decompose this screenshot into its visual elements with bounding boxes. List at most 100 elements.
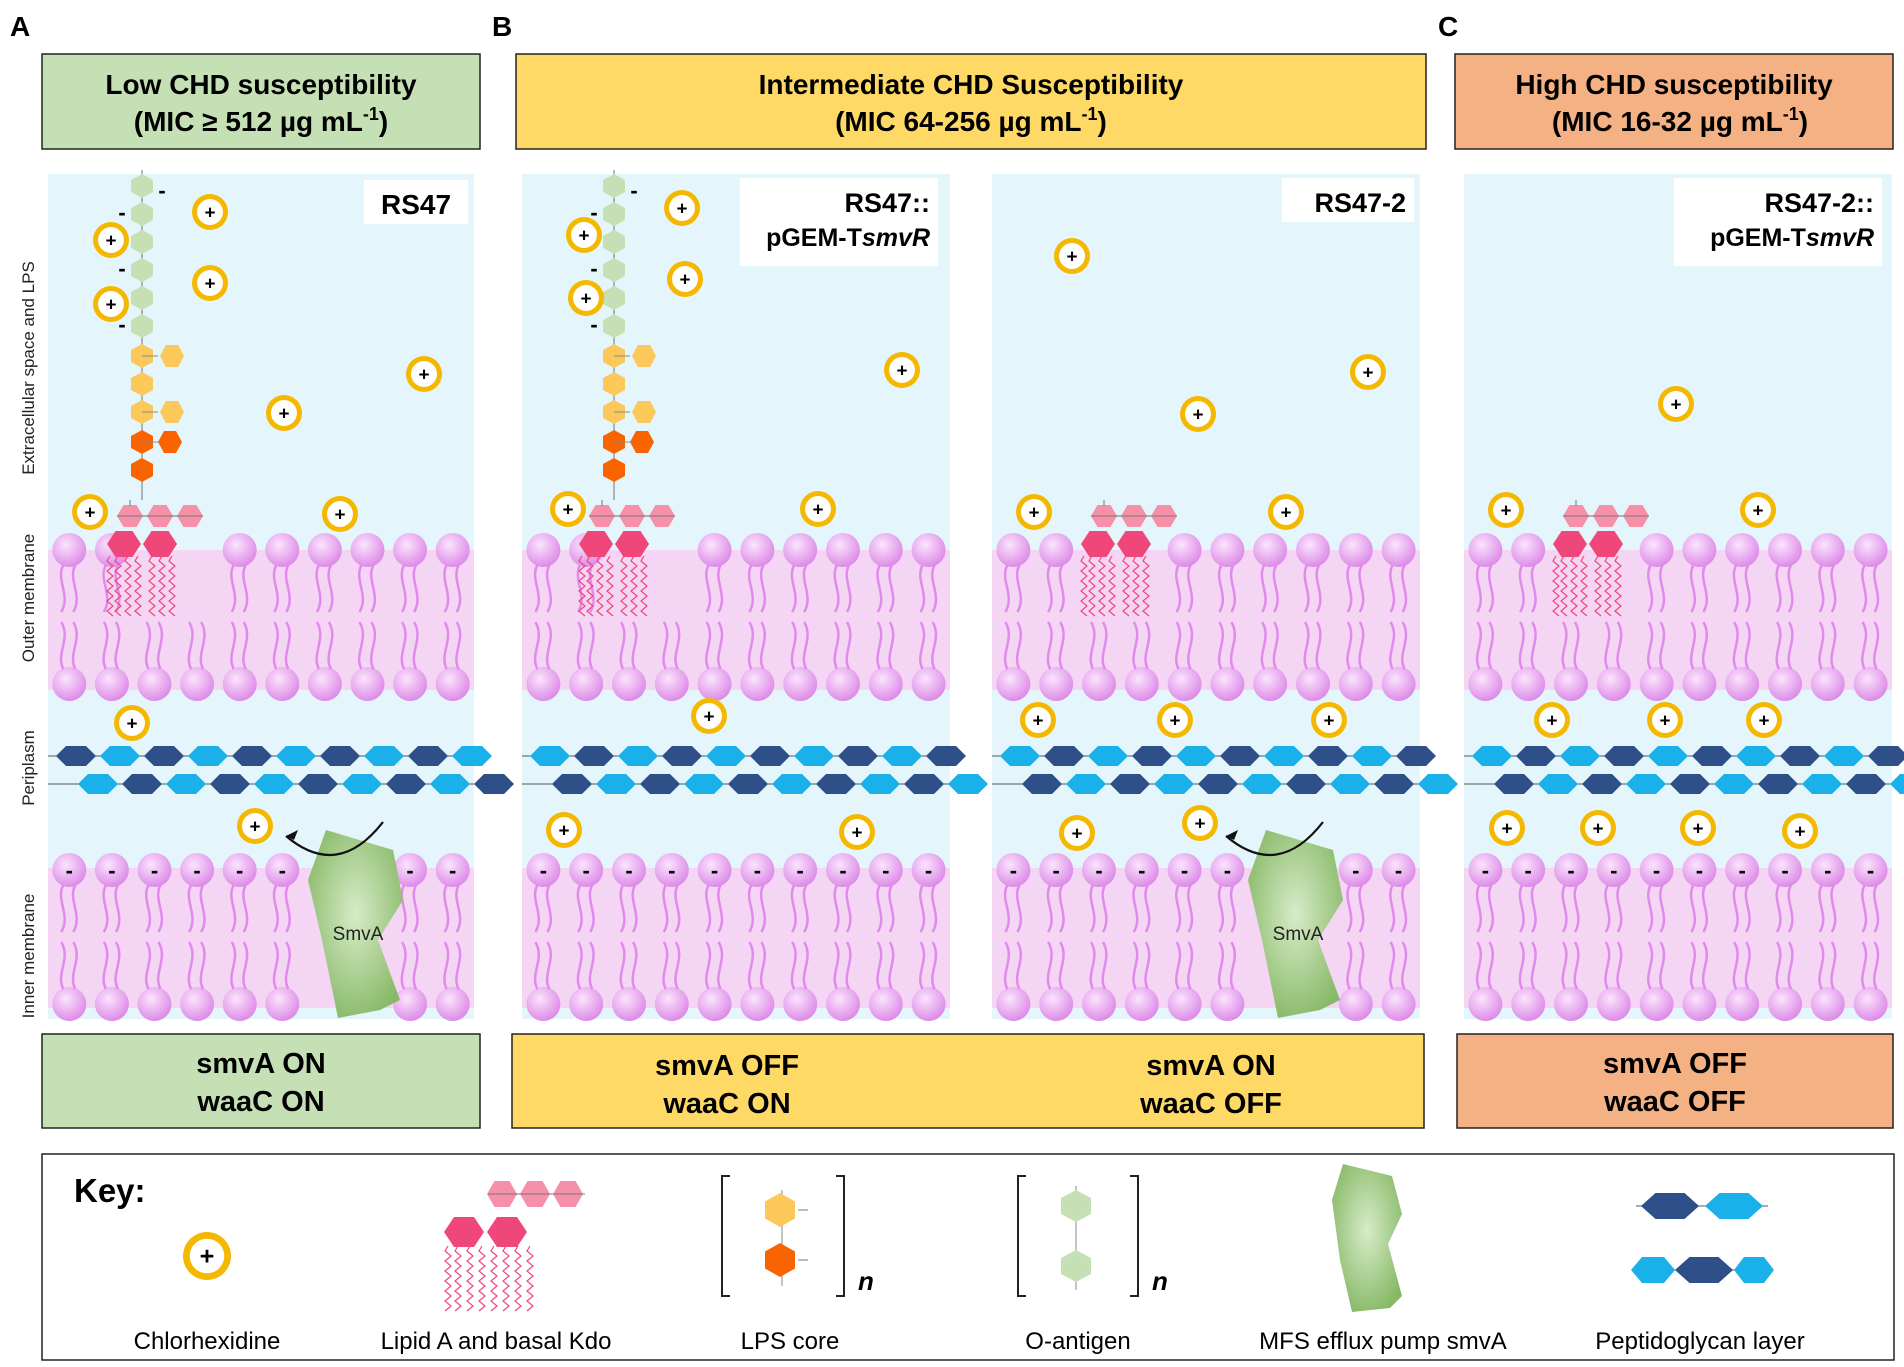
key-efflux-pump-icon	[1332, 1164, 1402, 1312]
peptidoglycan-unit	[552, 774, 592, 794]
plus-sign: +	[1546, 710, 1557, 731]
lipid-a-kdo	[578, 500, 675, 617]
minus-sign: -	[1781, 858, 1788, 883]
plus-sign: +	[896, 360, 907, 381]
o-antigen-sugar	[603, 230, 625, 254]
plus-sign: +	[679, 269, 690, 290]
plus-sign: +	[1280, 502, 1291, 523]
lipid-head	[1082, 987, 1116, 1021]
inner-membrane-lipid-lower	[1381, 941, 1416, 1021]
minus-sign: -	[590, 312, 597, 337]
peptidoglycan-unit	[78, 774, 118, 794]
lipid-head	[222, 533, 257, 567]
lipid-head	[654, 667, 689, 701]
lipid-head	[783, 987, 818, 1021]
peptidoglycan-unit	[574, 746, 614, 766]
minus-sign: -	[108, 858, 115, 883]
outer-leaflet-lipid	[1639, 533, 1674, 613]
peptidoglycan-unit	[1736, 746, 1776, 766]
peptidoglycan-unit	[662, 746, 702, 766]
efflux-arrow	[285, 821, 384, 857]
lipid-head	[265, 667, 300, 701]
outer-leaflet-lipid	[307, 533, 342, 613]
minus-sign: -	[1224, 858, 1231, 883]
outer-leaflet-lipid	[526, 533, 561, 613]
lipid-head	[265, 853, 300, 887]
peptidoglycan-unit	[1264, 746, 1304, 766]
strain-rs47-2-pgem-line1: RS47-2::	[1764, 188, 1874, 218]
inner-membrane-lipid-lower	[1124, 941, 1159, 1021]
inner-membrane-lipid	[911, 853, 946, 933]
peptidoglycan-unit	[452, 746, 492, 766]
lipid-head	[1210, 667, 1245, 701]
plus-sign: +	[562, 499, 573, 520]
label-outer-membrane: Outer membrane	[19, 534, 38, 663]
inner-membrane-lipid	[137, 853, 172, 933]
peptidoglycan-unit	[1648, 746, 1688, 766]
lipid-head	[1810, 987, 1845, 1021]
lipid-head	[94, 667, 129, 701]
minus-sign: -	[1352, 858, 1359, 883]
peptidoglycan-unit	[1626, 774, 1666, 794]
peptidoglycan-unit	[254, 774, 294, 794]
inner-membrane-lipid-lower	[526, 941, 561, 1021]
minus-sign: -	[1010, 858, 1017, 883]
outer-inner-leaflet-lipid	[180, 621, 215, 701]
peptidoglycan-unit	[772, 774, 812, 794]
outer-inner-leaflet-lipid	[1596, 621, 1631, 701]
outer-leaflet-lipid	[1167, 533, 1202, 613]
lipid-head	[1039, 533, 1074, 567]
lipid-a-chain	[478, 1245, 486, 1312]
inner-membrane-lipid	[740, 853, 775, 933]
lipid-a-chain	[1142, 555, 1150, 617]
outer-inner-leaflet-lipid	[265, 621, 300, 701]
pump-body	[1332, 1164, 1402, 1312]
inner-membrane-lipid	[783, 853, 818, 933]
inner-membrane-lipid	[435, 853, 470, 933]
peptidoglycan-unit	[1374, 774, 1414, 794]
minus-sign: -	[1181, 858, 1188, 883]
o-antigen-sugar	[603, 314, 625, 338]
lipid-head	[1039, 987, 1074, 1021]
chlorhexidine-ion: +	[1180, 396, 1216, 432]
lipid-head	[1768, 987, 1802, 1021]
panel-rs47-2: --------SmvA	[992, 174, 1458, 1021]
peptidoglycan-unit	[618, 746, 658, 766]
strain-rs47-pgem-line2: pGEM-TsmvR	[766, 224, 930, 252]
peptidoglycan-unit	[1418, 774, 1458, 794]
plus-sign: +	[334, 504, 345, 525]
lipid-head	[1853, 853, 1888, 887]
peptidoglycan-unit	[1308, 746, 1348, 766]
lipid-a-sugar	[487, 1217, 527, 1247]
chlorhexidine-ion: +	[237, 808, 273, 844]
peptidoglycan-unit	[56, 746, 96, 766]
plus-sign: +	[1071, 823, 1082, 844]
peptidoglycan-unit	[276, 746, 316, 766]
footer-a-line1: smvA ON	[196, 1048, 325, 1080]
lipid-head	[826, 533, 860, 567]
inner-membrane-lipid	[1082, 853, 1116, 933]
peptidoglycan-unit	[1692, 746, 1732, 766]
chlorhexidine-ion: +	[192, 194, 228, 230]
outer-inner-leaflet-lipid	[1381, 621, 1416, 701]
lps-chain: ----	[118, 170, 184, 500]
footer-box-b: smvA OFF waaC ON smvA ON waaC OFF	[511, 1033, 1425, 1129]
outer-leaflet-lipid	[1381, 533, 1416, 613]
outer-inner-leaflet-lipid	[1082, 621, 1116, 701]
peptidoglycan-layer	[522, 746, 988, 794]
key-legend: Key: Chlorhexidine Lipid A and basal Kdo…	[41, 1153, 1895, 1361]
minus-sign: -	[797, 858, 804, 883]
lipid-a-chain	[124, 555, 132, 617]
lipid-head	[1682, 533, 1717, 567]
chlorhexidine-ion: +	[1680, 810, 1716, 846]
inner-membrane-lipid-lower	[1682, 941, 1717, 1021]
lipid-head	[1639, 853, 1674, 887]
outer-leaflet-lipid	[1810, 533, 1845, 613]
inner-membrane-lipid	[1853, 853, 1888, 933]
outer-inner-leaflet-lipid	[1253, 621, 1288, 701]
strain-rs47-2-pgem-line2: pGEM-TsmvR	[1710, 224, 1874, 252]
minus-sign: -	[158, 178, 165, 203]
plus-sign: +	[1752, 500, 1763, 521]
key-label-lipid-a: Lipid A and basal Kdo	[381, 1328, 612, 1355]
minus-sign: -	[754, 858, 761, 883]
